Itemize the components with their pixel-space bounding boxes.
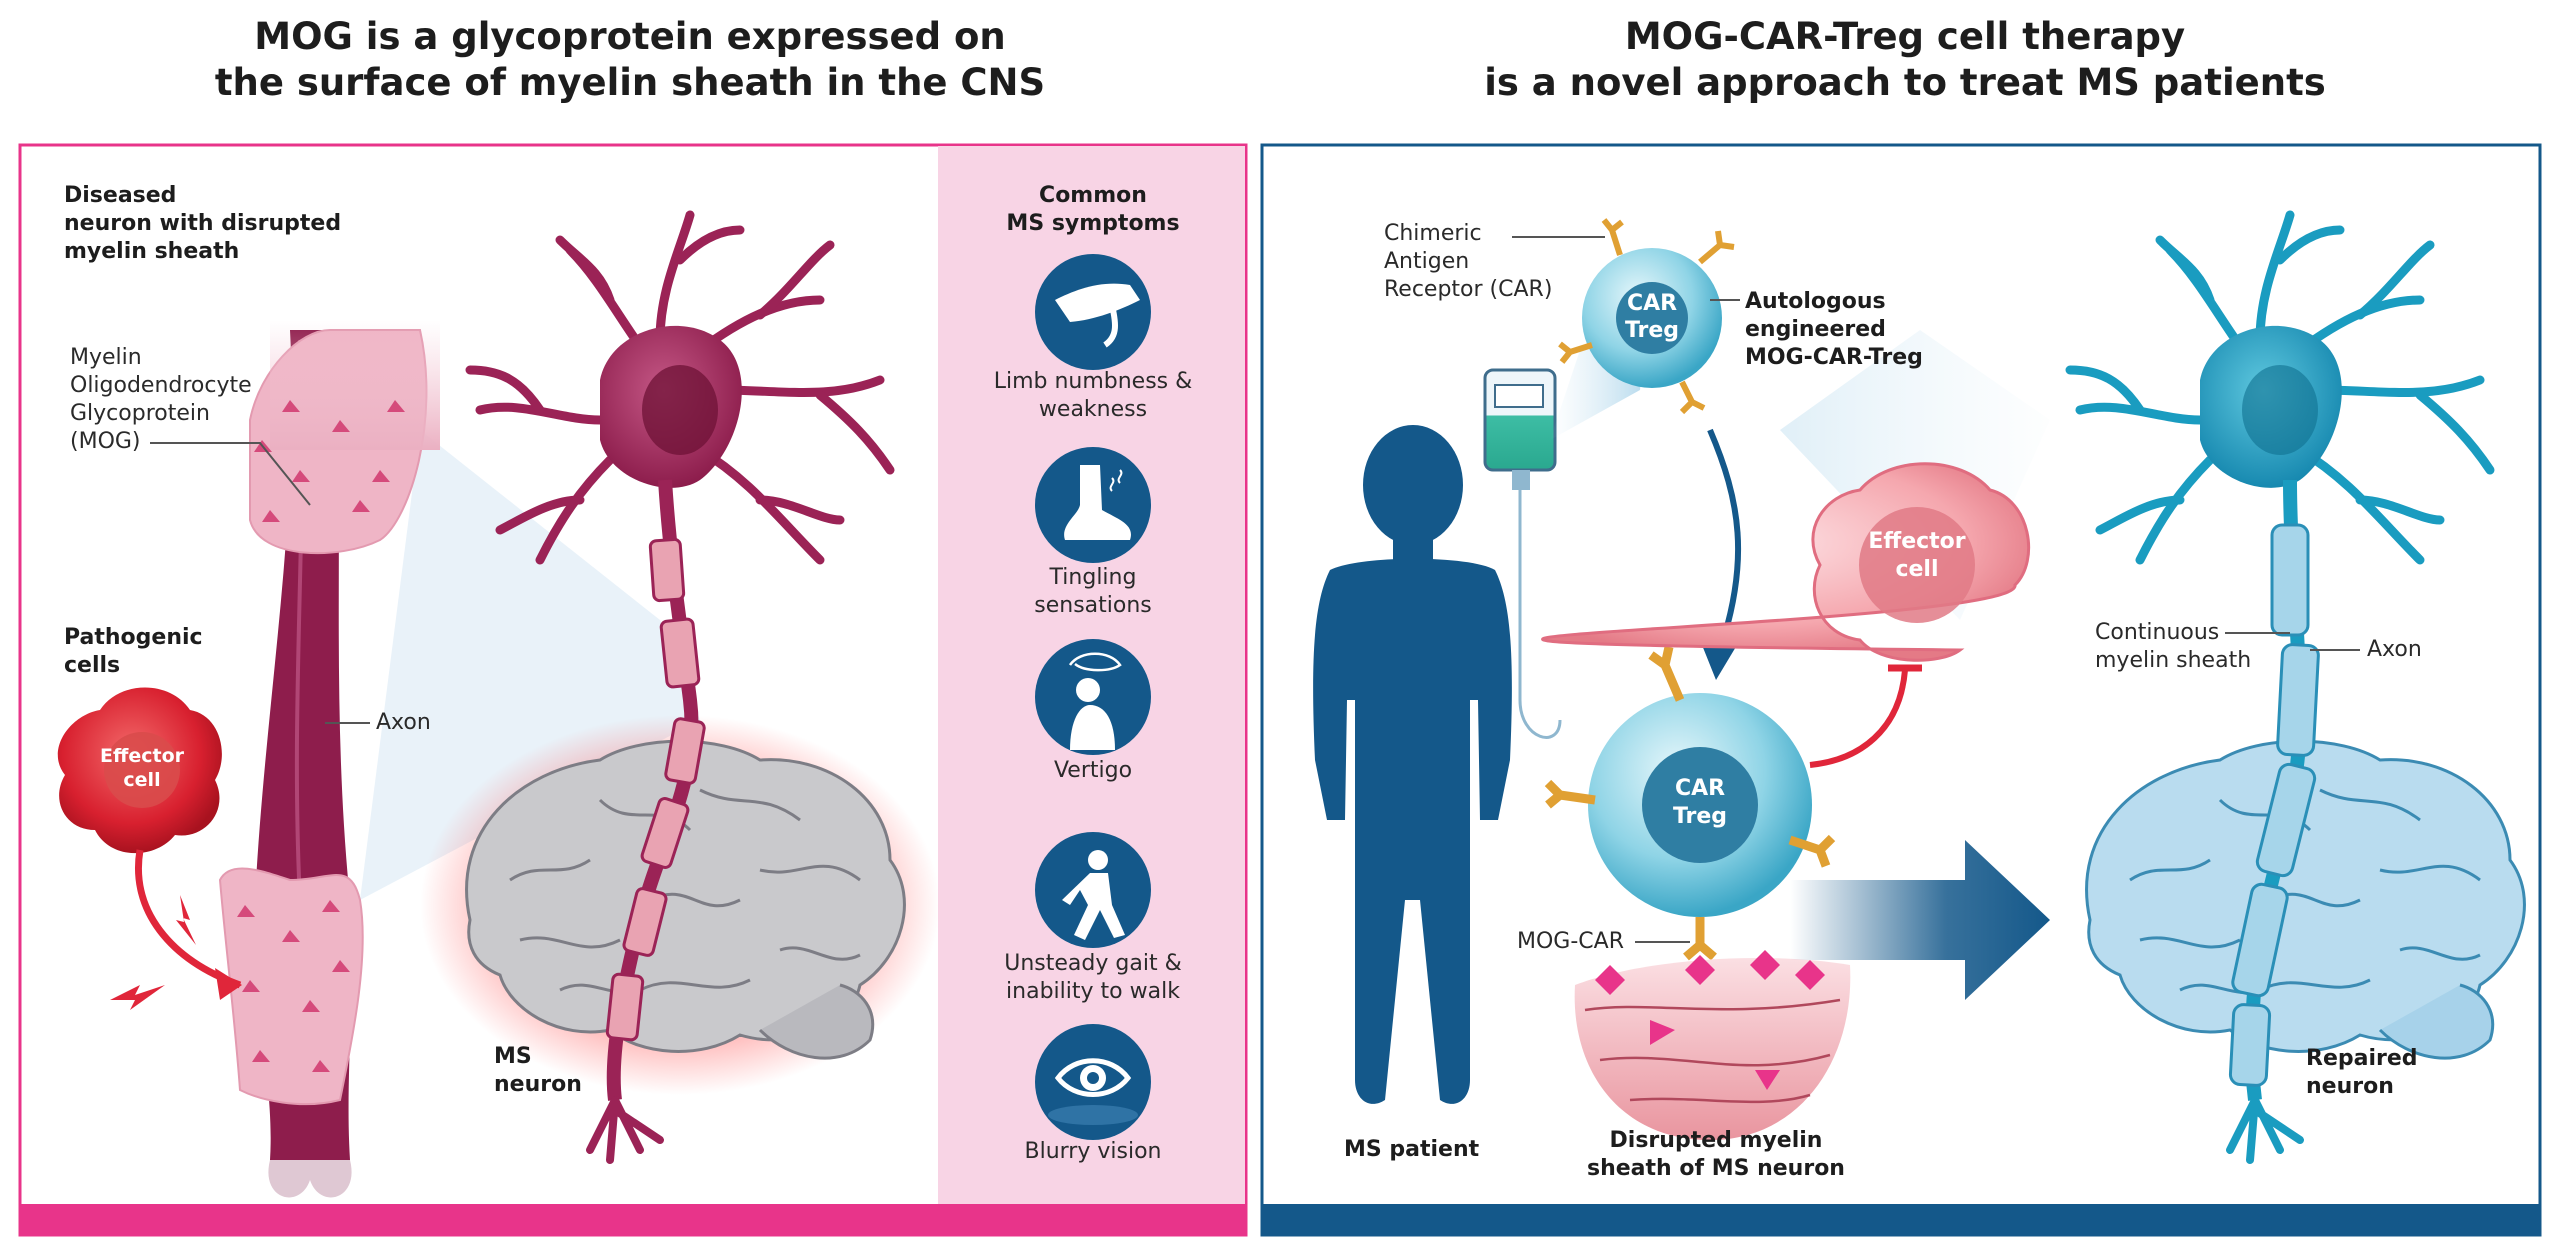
- left-footer-bar: [20, 1204, 1247, 1235]
- big-treg-text-1: CAR: [1674, 776, 1726, 801]
- mog-label-1: Myelin: [70, 345, 142, 370]
- big-treg-text: CAR Treg: [1650, 775, 1750, 831]
- ms-neuron-label-2: neuron: [494, 1072, 582, 1097]
- suppression-line: [1809, 669, 1908, 768]
- symptom-limb-label-2: weakness: [1038, 397, 1148, 422]
- symptom-limb-label-1: Limb numbness &: [993, 369, 1193, 394]
- symptom-tingling-label-1: Tingling: [1049, 565, 1137, 590]
- symptom-gait-label-1: Unsteady gait &: [1004, 951, 1182, 976]
- diseased-neuron-label: Diseased neuron with disrupted myelin sh…: [64, 182, 341, 266]
- ms-brain: [465, 739, 906, 1060]
- continuous-label-2: myelin sheath: [2095, 648, 2252, 673]
- symptom-vertigo-label: Vertigo: [948, 757, 1238, 785]
- right-title-line-2: is a novel approach to treat MS patients: [1484, 61, 2326, 104]
- right-panel: [1260, 143, 2542, 1237]
- symptom-icons: [1035, 254, 1151, 1140]
- left-effector-cell: [57, 687, 222, 854]
- continuous-myelin-label: Continuous myelin sheath: [2095, 619, 2251, 675]
- mog-label-3: Glycoprotein: [70, 401, 210, 426]
- disrupted-label-1: Disrupted myelin: [1609, 1128, 1823, 1153]
- right-title: MOG-CAR-Treg cell therapy is a novel app…: [1270, 14, 2540, 106]
- iv-bag: [1483, 368, 1562, 739]
- ms-patient-label: MS patient: [1344, 1137, 1480, 1162]
- zoom-beam: [360, 430, 700, 900]
- infusion-arrow: [1707, 428, 1742, 651]
- symptom-vision-label-1: Blurry vision: [1024, 1139, 1162, 1164]
- mog-label: Myelin Oligodendrocyte Glycoprotein (MOG…: [70, 344, 252, 456]
- infusion-arrow-head: [1700, 640, 1740, 680]
- pathogenic-label-2: cells: [64, 653, 121, 678]
- right-effector-text-1: Effector: [1868, 529, 1966, 554]
- symptom-gait-label: Unsteady gait & inability to walk: [948, 950, 1238, 1006]
- repaired-brain: [2085, 739, 2526, 1060]
- symptoms-title-2: MS symptoms: [1006, 211, 1180, 236]
- small-treg-text-2: Treg: [1624, 318, 1680, 343]
- right-effector-cell: [1541, 462, 2031, 662]
- car-label: Chimeric Antigen Receptor (CAR): [1384, 220, 1552, 304]
- right-effector-text: Effector cell: [1862, 528, 1972, 584]
- autologous-treg-label: Autologous engineered MOG-CAR-Treg: [1745, 288, 1923, 372]
- treg-label-3: MOG-CAR-Treg: [1745, 345, 1923, 370]
- symptom-vertigo-label-1: Vertigo: [1053, 758, 1133, 783]
- symptom-tingling-label: Tingling sensations: [948, 564, 1238, 620]
- treg-label-1: Autologous: [1745, 289, 1886, 314]
- right-title-line-1: MOG-CAR-Treg cell therapy: [1624, 15, 2186, 58]
- disrupted-myelin-label: Disrupted myelin sheath of MS neuron: [1576, 1127, 1856, 1183]
- left-effector-text-2: cell: [123, 769, 161, 791]
- left-effector-text-1: Effector: [99, 745, 185, 767]
- left-effector-text: Effector cell: [92, 744, 192, 792]
- symptom-tingling-label-2: sensations: [1034, 593, 1152, 618]
- continuous-label-1: Continuous: [2095, 620, 2220, 645]
- left-title-line-1: MOG is a glycoprotein expressed on: [254, 15, 1006, 58]
- car-label-2: Antigen: [1384, 249, 1470, 274]
- car-label-1: Chimeric: [1384, 221, 1482, 246]
- attack-arrow-head: [215, 968, 242, 1000]
- pathogenic-label-1: Pathogenic: [64, 625, 203, 650]
- symptom-vision-label: Blurry vision: [948, 1138, 1238, 1166]
- symptoms-title-1: Common: [1039, 183, 1147, 208]
- repaired-neuron-label: Repaired neuron: [2306, 1045, 2418, 1101]
- diseased-label-3: myelin sheath: [64, 239, 240, 264]
- right-axon-label: Axon: [2367, 637, 2422, 662]
- mog-leader-line: [150, 442, 311, 506]
- treg-label-2: engineered: [1745, 317, 1886, 342]
- symptom-limb-label: Limb numbness & weakness: [948, 368, 1238, 424]
- left-panel: [18, 143, 1248, 1237]
- symptom-gait-label-2: inability to walk: [1006, 979, 1180, 1004]
- attack-arrow: [135, 849, 242, 989]
- symptoms-title: Common MS symptoms: [948, 182, 1238, 238]
- small-treg-text: CAR Treg: [1612, 290, 1692, 344]
- left-axon-label: Axon: [376, 710, 431, 735]
- big-treg-text-2: Treg: [1672, 804, 1728, 829]
- patient-silhouette: [1313, 425, 1512, 1104]
- repaired-neuron: [2065, 210, 2495, 1164]
- transition-arrow: [1790, 840, 2050, 1000]
- car-label-3: Receptor (CAR): [1384, 277, 1553, 302]
- lightning-icon: [110, 985, 165, 1010]
- diseased-label-2: neuron with disrupted: [64, 211, 342, 236]
- ms-neuron: [465, 210, 895, 1164]
- right-footer-bar: [1262, 1204, 2541, 1235]
- small-car-treg: [1558, 218, 1735, 415]
- zoomed-axon: [218, 320, 440, 1198]
- pathogenic-cells-label: Pathogenic cells: [64, 624, 203, 680]
- mog-label-2: Oligodendrocyte: [70, 373, 252, 398]
- repaired-label-1: Repaired: [2306, 1046, 2418, 1071]
- right-effector-text-2: cell: [1895, 557, 1939, 582]
- big-car-treg: [1544, 646, 1836, 961]
- myelin-tissue: [1574, 950, 1851, 1140]
- mog-label-4: (MOG): [70, 429, 141, 454]
- mog-car-label: MOG-CAR: [1517, 929, 1624, 954]
- left-title-line-2: the surface of myelin sheath in the CNS: [214, 61, 1046, 104]
- diseased-label-1: Diseased: [64, 183, 177, 208]
- left-title: MOG is a glycoprotein expressed on the s…: [0, 14, 1260, 106]
- repaired-label-2: neuron: [2306, 1074, 2394, 1099]
- disrupted-label-2: sheath of MS neuron: [1587, 1156, 1845, 1181]
- ms-neuron-label-1: MS: [494, 1044, 532, 1069]
- small-treg-text-1: CAR: [1626, 291, 1678, 316]
- ms-neuron-label: MS neuron: [494, 1043, 582, 1099]
